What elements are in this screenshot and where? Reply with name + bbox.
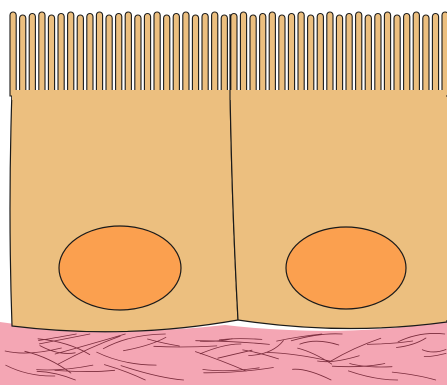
microvillus xyxy=(202,14,208,97)
microvillus xyxy=(298,12,304,96)
microvillus xyxy=(173,14,179,96)
microvillus xyxy=(192,15,198,96)
microvillus xyxy=(250,15,256,96)
microvillus xyxy=(346,13,352,96)
microvillus xyxy=(231,14,237,96)
microvillus xyxy=(394,15,400,96)
microvillus xyxy=(375,13,381,96)
nucleus-left xyxy=(59,226,181,310)
microvillus xyxy=(125,12,131,96)
microvillus xyxy=(327,12,333,96)
microvillus xyxy=(212,12,218,96)
microvillus xyxy=(164,15,170,96)
microvillus xyxy=(58,14,64,97)
nucleus-right xyxy=(286,227,406,309)
microvillus xyxy=(20,15,26,96)
microvillus xyxy=(317,14,323,96)
microvillus xyxy=(68,12,74,96)
microvillus xyxy=(413,12,419,96)
microvillus xyxy=(260,14,266,96)
microvillus xyxy=(48,15,54,96)
microvillus xyxy=(87,14,93,97)
microvillus xyxy=(144,13,150,96)
microvillus xyxy=(10,12,16,96)
microvilli-brush-border xyxy=(0,0,447,100)
microvillus xyxy=(29,14,35,97)
microvillus xyxy=(384,12,390,96)
microvillus xyxy=(288,13,294,96)
microvillus xyxy=(308,15,314,96)
microvillus xyxy=(135,15,141,96)
microvillus xyxy=(269,12,275,96)
microvillus xyxy=(221,15,227,96)
microvillus xyxy=(442,12,447,96)
microvillus xyxy=(356,12,362,96)
microvillus xyxy=(365,15,371,96)
microvillus xyxy=(106,15,112,96)
microvillus xyxy=(240,12,246,96)
microvillus xyxy=(423,15,429,96)
microvillus xyxy=(336,15,342,96)
microvillus xyxy=(154,12,160,96)
microvillus xyxy=(279,15,285,96)
microvillus xyxy=(404,14,410,97)
microvillus xyxy=(183,12,189,96)
microvillus xyxy=(432,13,438,96)
microvillus xyxy=(39,12,45,96)
villi-base-fill xyxy=(12,90,446,100)
microvillus xyxy=(116,13,122,96)
microvillus xyxy=(77,15,83,96)
microvillus xyxy=(96,12,102,96)
